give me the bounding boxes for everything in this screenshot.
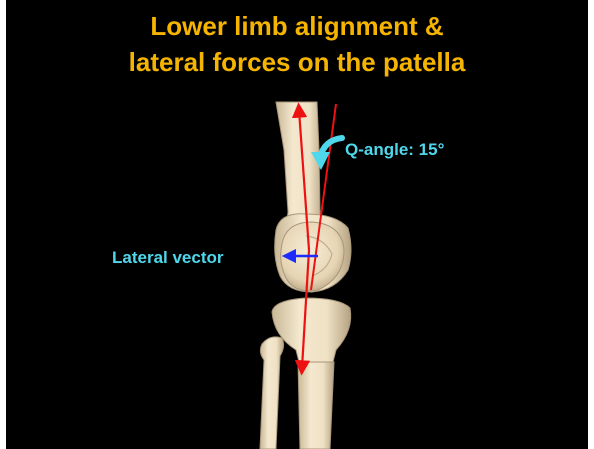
knee-diagram [6,0,588,449]
lateral-vector-label: Lateral vector [112,248,224,268]
fibula [260,337,284,449]
tibia [298,362,334,449]
tibial-plateau [272,298,351,366]
q-angle-label: Q-angle: 15° [345,140,444,160]
slide: Lower limb alignment & lateral forces on… [6,0,588,449]
